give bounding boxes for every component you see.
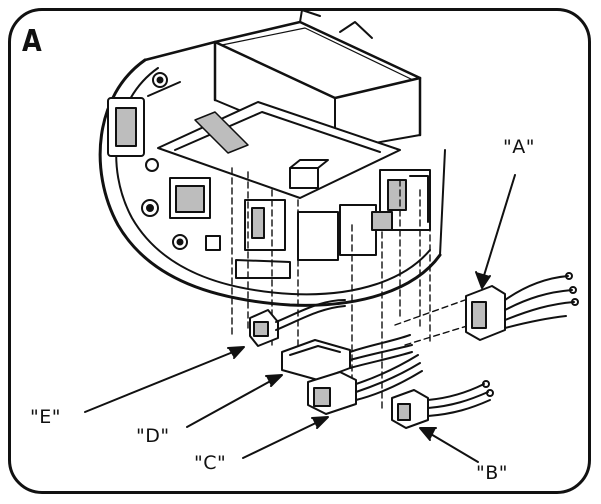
callout-a: "A" (503, 136, 535, 158)
connector-d (281, 334, 413, 381)
callout-e: "E" (30, 406, 61, 428)
receptacle-blocks (235, 169, 431, 279)
connector-e (249, 299, 346, 347)
callout-b: "B" (476, 462, 509, 484)
connector-b (391, 380, 494, 429)
side-mounts (141, 158, 221, 251)
callout-d: "D" (136, 425, 170, 447)
callout-c: "C" (194, 452, 227, 474)
panel-letter: A (22, 24, 42, 59)
connector-a (465, 272, 579, 341)
leader-arrows (84, 174, 516, 463)
connector-c (307, 354, 423, 415)
component-plate (157, 101, 401, 199)
left-bracket (107, 72, 181, 157)
